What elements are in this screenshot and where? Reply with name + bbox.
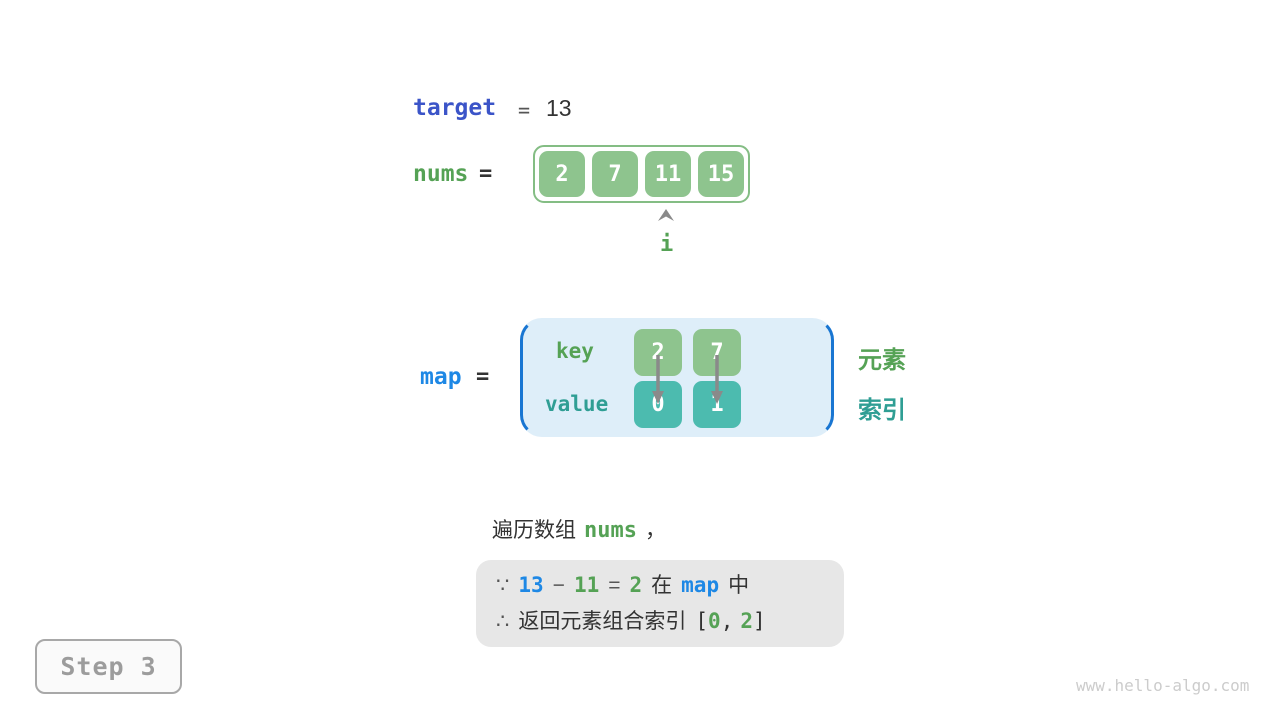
in-text: 在 [651, 574, 673, 597]
minus-sign: − [552, 574, 565, 597]
current-element-operand: 11 [573, 573, 600, 597]
zhong-text: 中 [728, 574, 750, 597]
nums-array-container: 2 7 11 15 [533, 145, 750, 203]
nums-array-cell: 2 [539, 151, 585, 197]
index-pointer-arrow-icon [658, 209, 674, 221]
index-pointer-label: i [660, 232, 674, 257]
comma: , [720, 609, 734, 633]
nums-array-cell: 15 [698, 151, 744, 197]
bracket-open: [ [695, 609, 709, 633]
map-code-ref: map [681, 573, 720, 597]
step-badge-label: Step 3 [60, 652, 157, 681]
deduction-line-therefore: ∴ 返回元素组合索引 [ 0 , 2 ] [496, 606, 824, 637]
nums-array-cell: 11 [645, 151, 691, 197]
bracket-close: ] [753, 609, 766, 633]
deduction-box: ∵ 13 − 11 = 2 在 map 中 ∴ 返回元素组合索引 [ 0 , 2… [476, 560, 844, 647]
nums-equals-sign: = [479, 161, 493, 186]
return-text: 返回元素组合索引 [518, 610, 687, 633]
map-value-row-label: value [545, 392, 609, 416]
nums-array-cell: 7 [592, 151, 638, 197]
key-to-value-arrow-icon [652, 355, 664, 404]
target-variable-label: target [413, 95, 497, 121]
caption-prefix: 遍历数组 [492, 519, 576, 542]
element-annotation-label: 元素 [858, 347, 906, 374]
map-variable-label: map [420, 364, 462, 390]
equals-sign: = [608, 574, 621, 597]
because-symbol: ∵ [496, 574, 510, 597]
target-equals-sign: = [518, 98, 531, 122]
nums-variable-label: nums [413, 161, 469, 187]
result-index-1: 0 [708, 609, 721, 633]
result-index-2: 2 [740, 609, 753, 633]
map-key-row-label: key [556, 339, 594, 363]
caption-suffix: ， [644, 519, 666, 542]
step-badge: Step 3 [35, 639, 182, 694]
deduction-line-because: ∵ 13 − 11 = 2 在 map 中 [496, 570, 824, 601]
target-operand: 13 [518, 573, 544, 597]
result-index-pair: [ 0 , 2 ] [695, 606, 765, 636]
caption-line: 遍历数组 nums ， [492, 514, 666, 544]
map-equals-sign: = [476, 364, 490, 389]
map-value-cell: 0 [634, 381, 682, 428]
caption-nums-code: nums [584, 518, 637, 543]
therefore-symbol: ∴ [496, 610, 510, 633]
index-annotation-label: 索引 [858, 397, 906, 424]
key-to-value-arrow-icon [711, 355, 723, 404]
target-value: 13 [546, 95, 572, 121]
site-watermark: www.hello-algo.com [1076, 676, 1250, 695]
difference-result: 2 [629, 573, 643, 597]
